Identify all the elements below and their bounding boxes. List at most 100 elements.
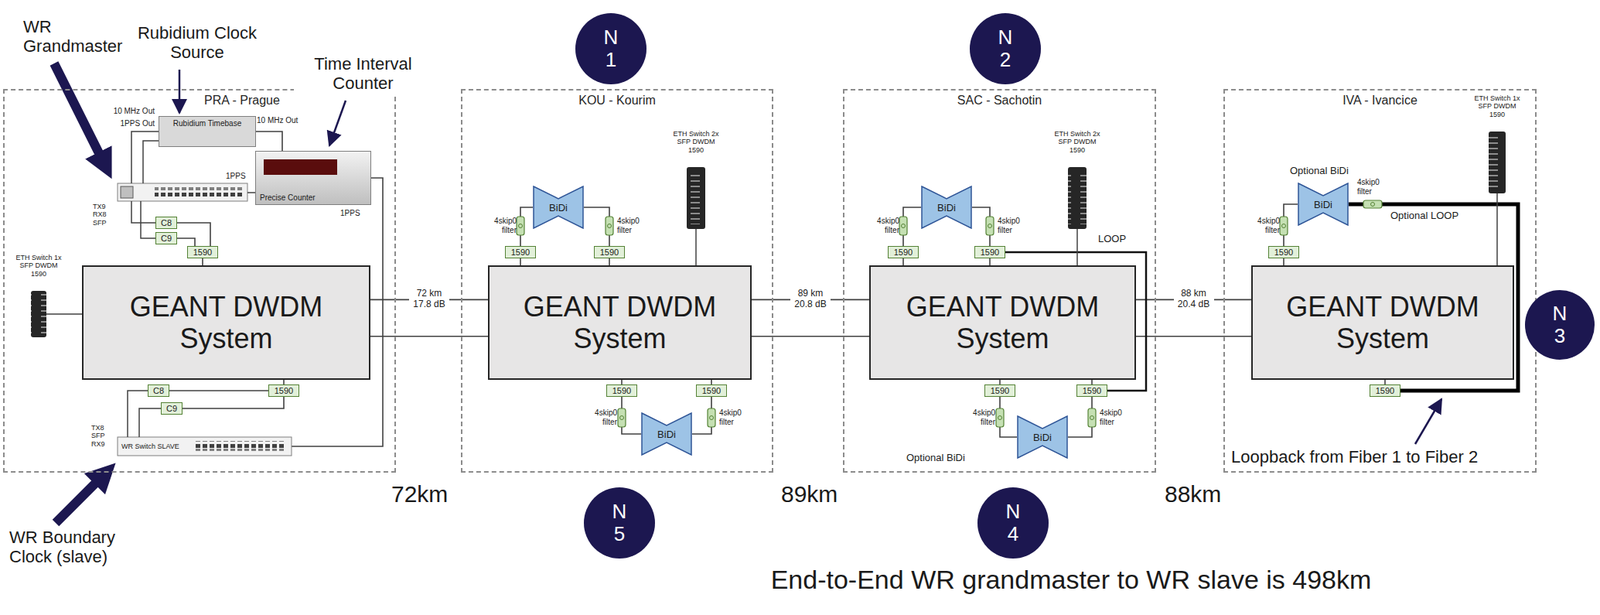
filter-symbol — [996, 408, 1004, 427]
node-label: BiDi — [1313, 198, 1333, 211]
sfp-port — [120, 186, 134, 198]
annotation-label: ETH Switch 1x SFP DWDM 1590 — [1473, 94, 1522, 119]
filter-body — [985, 216, 994, 236]
wire — [695, 228, 697, 266]
annotation-label: 89km — [781, 481, 838, 509]
annotation-label: Optional LOOP — [1390, 210, 1459, 222]
wire — [46, 313, 82, 315]
channel-box: 1590 — [984, 384, 1016, 397]
fiber-connector — [751, 335, 870, 338]
filter-mark — [518, 224, 523, 229]
node-label: 1590 — [990, 385, 1010, 396]
node-label: 1590 — [274, 385, 294, 396]
filter-symbol — [1279, 216, 1288, 236]
fiber-connector — [255, 131, 283, 151]
bidi-outline — [1298, 183, 1348, 226]
dwdm-system-box: GEANT DWDM System — [869, 265, 1137, 380]
pointer-arrow — [55, 473, 106, 523]
annotation-label: ETH Switch 2x SFP DWDM 1590 — [1054, 129, 1101, 154]
annotation-label: LOOP — [1098, 233, 1126, 246]
filter-mark — [1371, 202, 1375, 207]
node-label: N 4 — [1002, 500, 1024, 545]
channel-box: C8 — [147, 384, 170, 397]
eth-switch-port — [30, 293, 47, 335]
channel-box: 1590 — [593, 245, 625, 259]
node-label: 1590 — [893, 247, 913, 257]
wire — [131, 201, 156, 223]
annotation-label: Rubidium Clock Source — [123, 23, 271, 63]
node-label: C9 — [166, 403, 178, 413]
node-label: GEANT DWDM System — [122, 290, 331, 355]
annotation-label: TX8 SFP RX9 — [91, 423, 115, 448]
wire — [247, 191, 256, 194]
annotation-label: 4skip0 filter — [961, 408, 996, 427]
channel-box: 1590 — [268, 384, 300, 397]
node-label: 1590 — [702, 385, 721, 396]
filter-body — [1088, 408, 1096, 427]
node-label: 1590 — [1274, 247, 1293, 257]
bidi-outline — [1017, 416, 1068, 458]
annotation-label: 4skip0 filter — [1357, 177, 1392, 196]
channel-box: 1590 — [1268, 245, 1300, 259]
channel-box: 1590 — [695, 384, 727, 397]
dwdm-system-box: GEANT DWDM System — [81, 265, 371, 380]
node-label: N 2 — [995, 26, 1016, 71]
precise-counter: Precise Counter — [255, 150, 372, 205]
eth-switch — [1067, 167, 1087, 229]
dwdm-system-box: GEANT DWDM System — [1251, 265, 1515, 380]
node-label: N 1 — [600, 26, 621, 71]
span-label: 88 km 20.4 dB — [1173, 288, 1215, 312]
annotation-label: 10 MHz Out — [256, 115, 298, 126]
annotation-label: 4skip0 filter — [1245, 216, 1280, 235]
filter-mark — [607, 224, 612, 229]
dwdm-system-box: GEANT DWDM System — [487, 265, 752, 380]
node-label: C8 — [160, 218, 172, 228]
filter-mark — [988, 224, 993, 229]
switch-ports — [193, 440, 287, 451]
bidi-amplifier: BiDi — [1016, 415, 1068, 459]
node-label: GEANT DWDM System — [898, 290, 1108, 355]
channel-box: 1590 — [887, 245, 919, 259]
filter-body — [605, 216, 614, 236]
filter-mark — [709, 416, 714, 420]
bidi-amplifier: BiDi — [641, 412, 693, 456]
wire — [140, 201, 156, 239]
channel-box: 1590 — [504, 245, 536, 259]
wr-slave-switch: WR Switch SLAVE — [117, 436, 292, 456]
filter-mark — [901, 224, 906, 229]
site-heading: KOU - Kourim — [462, 93, 772, 108]
filter-body — [996, 408, 1004, 427]
annotation-label: 72km — [391, 481, 448, 509]
span-label: 72 km 17.8 dB — [409, 288, 450, 312]
filter-body — [617, 408, 626, 427]
annotation-label: 1PPS — [225, 171, 246, 181]
node-number-circle: N 5 — [583, 487, 656, 559]
node-label: BiDi — [937, 201, 956, 214]
bidi-outline — [921, 186, 972, 229]
filter-body — [707, 408, 716, 427]
filter-body — [899, 216, 908, 236]
fiber-connector — [989, 258, 991, 266]
fiber-connector — [608, 258, 611, 266]
fiber-connector — [370, 335, 488, 338]
fiber-connector — [169, 389, 269, 392]
annotation-label: 10 MHz Out — [85, 106, 155, 116]
annotation-label: Time Interval Counter — [293, 54, 433, 94]
pointer-arrow — [54, 63, 106, 166]
annotation-label: 4skip0 filter — [719, 408, 754, 427]
node-label: Rubidium Timebase — [159, 119, 256, 128]
fiber-connector — [519, 258, 522, 266]
eth-switch — [686, 167, 706, 229]
annotation-label: 4skip0 filter — [482, 216, 517, 235]
filter-body — [1279, 216, 1288, 236]
annotation-label: WR Boundary Clock (slave) — [9, 527, 141, 567]
annotation-label: 4skip0 filter — [617, 216, 652, 235]
node-label: BiDi — [1033, 431, 1052, 444]
annotation-label: ETH Switch 1x SFP DWDM 1590 — [13, 253, 64, 278]
node-label: 1590 — [980, 247, 1000, 257]
switch-ports — [154, 187, 243, 198]
site-box: GEANT DWDM System15901590BiDiIVA - Ivanc… — [1223, 88, 1537, 473]
channel-box: C8 — [155, 216, 178, 229]
channel-box: C9 — [160, 402, 183, 415]
node-label: 1590 — [1082, 385, 1102, 396]
